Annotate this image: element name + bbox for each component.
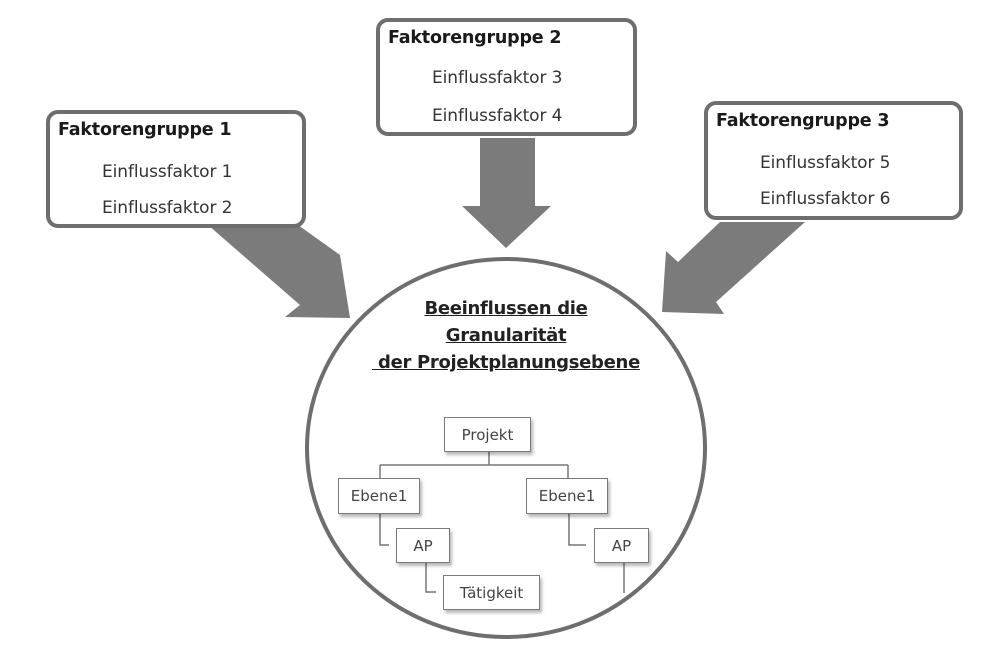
connector-left-ebene-to-ap bbox=[379, 514, 389, 546]
node-taetigkeit: Tätigkeit bbox=[443, 575, 540, 610]
center-title-line: der Projektplanungsebene bbox=[372, 352, 640, 373]
node-projekt: Projekt bbox=[444, 417, 531, 452]
hierarchy-connectors bbox=[379, 450, 625, 593]
arrow-group2-to-center bbox=[462, 138, 551, 248]
group-title: Faktorengruppe 1 bbox=[58, 120, 232, 140]
center-title: Beeinflussen die Granularität der Projek… bbox=[306, 295, 706, 376]
connector-left-ap-to-activity bbox=[425, 563, 436, 593]
factor-group-2: Faktorengruppe 2 Einflussfaktor 3 Einflu… bbox=[376, 18, 637, 136]
factor-item: Einflussfaktor 2 bbox=[102, 198, 233, 218]
node-ebene1-left: Ebene1 bbox=[338, 478, 420, 514]
node-ap-left: AP bbox=[396, 528, 450, 563]
factor-item: Einflussfaktor 6 bbox=[760, 189, 891, 209]
group-title: Faktorengruppe 2 bbox=[388, 28, 562, 48]
factor-item: Einflussfaktor 1 bbox=[102, 162, 233, 182]
factor-item: Einflussfaktor 5 bbox=[760, 153, 891, 173]
factor-item: Einflussfaktor 4 bbox=[432, 106, 563, 126]
node-ebene1-right: Ebene1 bbox=[526, 478, 608, 514]
arrow-group3-to-center bbox=[662, 222, 805, 314]
center-title-line: Beeinflussen die bbox=[424, 298, 588, 319]
connector-right-ebene-to-ap bbox=[568, 514, 586, 546]
center-title-line: Granularität bbox=[445, 325, 567, 346]
node-ap-right: AP bbox=[594, 528, 649, 563]
arrow-group1-to-center bbox=[208, 225, 350, 318]
factor-group-1: Faktorengruppe 1 Einflussfaktor 1 Einflu… bbox=[46, 110, 306, 228]
factor-group-3: Faktorengruppe 3 Einflussfaktor 5 Einflu… bbox=[704, 101, 963, 220]
group-title: Faktorengruppe 3 bbox=[716, 111, 890, 131]
factor-item: Einflussfaktor 3 bbox=[432, 68, 563, 88]
